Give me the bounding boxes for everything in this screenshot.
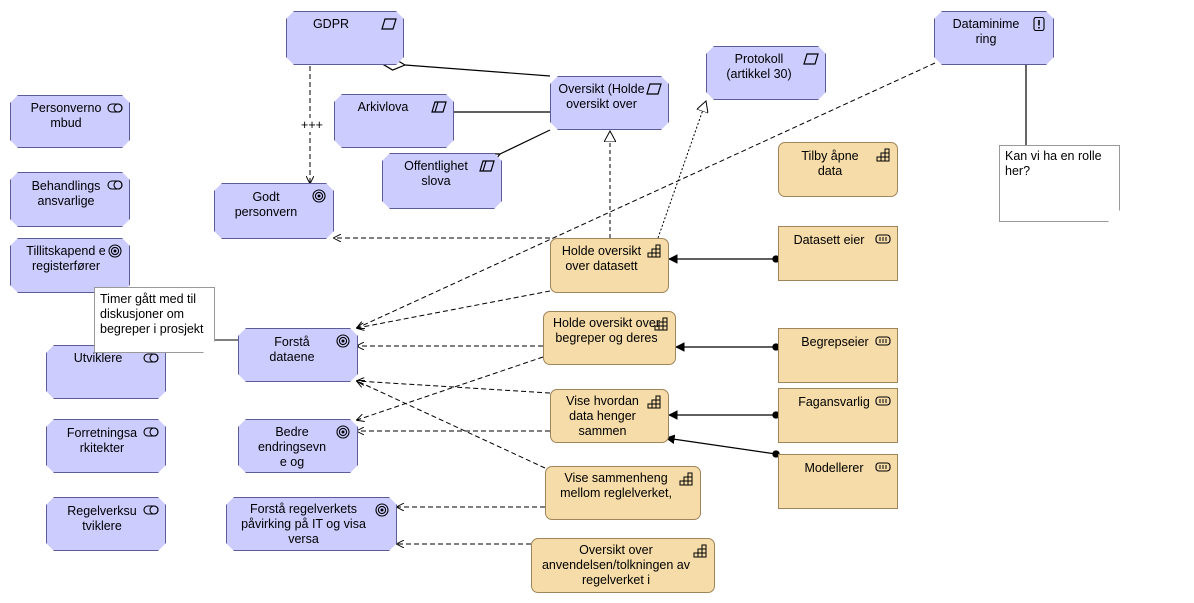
constraint-icon — [479, 159, 495, 173]
requirement-protokoll[interactable]: Protokoll (artikkel 30) — [706, 46, 826, 100]
goal-tillitskapende[interactable]: Tillitskapend e registerfører — [10, 238, 130, 293]
role-icon — [875, 334, 891, 348]
principle-exclamation-icon — [1031, 17, 1047, 31]
requirement-parallelogram-icon — [381, 17, 397, 31]
goal-forsta-regelverkets[interactable]: Forstå regelverkets påvirking på IT og v… — [226, 497, 397, 551]
constraint-icon — [431, 100, 447, 114]
utviklere-label: Utviklere — [73, 351, 123, 365]
requirement-parallelogram-icon — [803, 52, 819, 66]
holde-oversikt-datasett-label: Holde oversikt over datasett — [561, 244, 642, 273]
capability-steps-icon — [653, 317, 669, 331]
note-rolle[interactable]: Kan vi ha en rolle her? — [999, 145, 1120, 222]
role-icon — [875, 394, 891, 408]
begrepseier-label: Begrepseier — [801, 335, 869, 349]
vise-sammenheng-label: Vise sammenheng mellom reglelverket, — [560, 471, 672, 500]
note-timer-text: Timer gått med til diskusjoner om begrep… — [100, 292, 204, 336]
goal-target-icon — [374, 503, 390, 517]
role-begrepseier[interactable]: Begrepseier — [778, 328, 898, 383]
stakeholder-personvernombud[interactable]: Personverno mbud — [10, 95, 130, 148]
personvernombud-label: Personverno mbud — [30, 101, 102, 130]
principle-dataminimering[interactable]: Dataminime ring — [934, 11, 1054, 65]
requirement-gdpr[interactable]: GDPR — [286, 11, 404, 65]
offentlighetslova-label: Offentlighet slova — [404, 159, 468, 188]
stakeholder-icon — [143, 351, 159, 365]
role-datasett-eier[interactable]: Datasett eier — [778, 226, 898, 281]
bedre-endringsevne-label: Bedre endringsevn e og — [257, 425, 327, 469]
oversikt-label: Oversikt (Holde oversikt over — [558, 82, 645, 111]
role-icon — [875, 460, 891, 474]
goal-godt-personvern[interactable]: Godt personvern — [214, 183, 334, 239]
behandlingsansvarlige-label: Behandlings ansvarlige — [31, 179, 101, 208]
vise-hvordan-label: Vise hvordan data henger sammen — [566, 394, 639, 438]
forsta-regelverkets-label: Forstå regelverkets påvirking på IT og v… — [241, 502, 366, 546]
capability-steps-icon — [875, 148, 891, 162]
goal-target-icon — [107, 244, 123, 258]
function-tilby-apne-data[interactable]: Tilby åpne data — [778, 142, 898, 197]
influence-vise-forsta — [357, 381, 551, 394]
arkivlova-label: Arkivlova — [357, 100, 409, 114]
assign-modellerer — [665, 434, 780, 458]
stakeholder-regelverksutviklere[interactable]: Regelverksu tviklere — [46, 497, 166, 551]
influence-sammenheng-forsta — [357, 381, 546, 469]
influence-holde-forsta — [357, 290, 551, 328]
requirement-parallelogram-icon — [646, 82, 662, 96]
goal-target-icon — [311, 189, 327, 203]
capability-steps-icon — [692, 544, 708, 558]
stakeholder-icon — [143, 425, 159, 439]
stakeholder-utviklere[interactable]: Utviklere — [46, 345, 166, 399]
dataminimering-label: Dataminime ring — [952, 17, 1020, 46]
holde-oversikt-begreper-label: Holde oversikt over begreper og deres — [553, 316, 660, 345]
goal-bedre-endringsevne[interactable]: Bedre endringsevn e og — [238, 419, 358, 473]
agg-gdpr-oversikt — [405, 65, 551, 77]
capability-steps-icon — [646, 395, 662, 409]
influence-strength-label: +++ — [296, 118, 328, 132]
stakeholder-icon — [107, 178, 123, 192]
requirement-arkivlova[interactable]: Arkivlova — [334, 94, 454, 148]
function-vise-sammenheng[interactable]: Vise sammenheng mellom reglelverket, — [545, 466, 701, 520]
datasett-eier-label: Datasett eier — [793, 233, 865, 247]
stakeholder-icon — [107, 101, 123, 115]
capability-steps-icon — [678, 472, 694, 486]
goal-target-icon — [335, 425, 351, 439]
stakeholder-icon — [143, 503, 159, 517]
agg-offentlighet-oversikt — [500, 129, 551, 154]
stakeholder-behandlingsansvarlige[interactable]: Behandlings ansvarlige — [10, 172, 130, 227]
modellerer-label: Modellerer — [804, 461, 864, 475]
forsta-dataene-label: Forstå dataene — [269, 335, 315, 364]
tilby-apne-data-label: Tilby åpne data — [801, 149, 859, 178]
godt-personvern-label: Godt personvern — [234, 190, 298, 219]
influence-begreper-bedre — [357, 356, 544, 420]
goal-forsta-dataene[interactable]: Forstå dataene — [238, 328, 358, 382]
forretningsarkitekter-label: Forretningsa rkitekter — [66, 426, 138, 455]
role-fagansvarlig[interactable]: Fagansvarlig — [778, 388, 898, 443]
stakeholder-forretningsarkitekter[interactable]: Forretningsa rkitekter — [46, 419, 166, 473]
regelverksutviklere-label: Regelverksu tviklere — [67, 504, 137, 533]
role-icon — [875, 232, 891, 246]
capability-steps-icon — [646, 244, 662, 258]
function-holde-oversikt-begreper[interactable]: Holde oversikt over begreper og deres — [543, 311, 676, 365]
note-timer[interactable]: Timer gått med til diskusjoner om begrep… — [94, 287, 215, 353]
note-rolle-text: Kan vi ha en rolle her? — [1005, 149, 1102, 178]
tillitskapende-label: Tillitskapend e registerfører — [26, 244, 106, 273]
role-modellerer[interactable]: Modellerer — [778, 454, 898, 509]
function-vise-hvordan[interactable]: Vise hvordan data henger sammen — [550, 389, 669, 443]
function-holde-oversikt-datasett[interactable]: Holde oversikt over datasett — [550, 238, 669, 293]
function-oversikt-anvendelsen[interactable]: Oversikt over anvendelsen/tolkningen av … — [531, 538, 715, 593]
oversikt-anvendelsen-label: Oversikt over anvendelsen/tolkningen av … — [541, 543, 691, 587]
gdpr-label: GDPR — [312, 17, 350, 31]
protokoll-label: Protokoll (artikkel 30) — [726, 52, 792, 81]
requirement-oversikt[interactable]: Oversikt (Holde oversikt over — [550, 76, 669, 130]
goal-target-icon — [335, 334, 351, 348]
requirement-offentlighetslova[interactable]: Offentlighet slova — [382, 153, 502, 209]
fagansvarlig-label: Fagansvarlig — [798, 395, 870, 409]
